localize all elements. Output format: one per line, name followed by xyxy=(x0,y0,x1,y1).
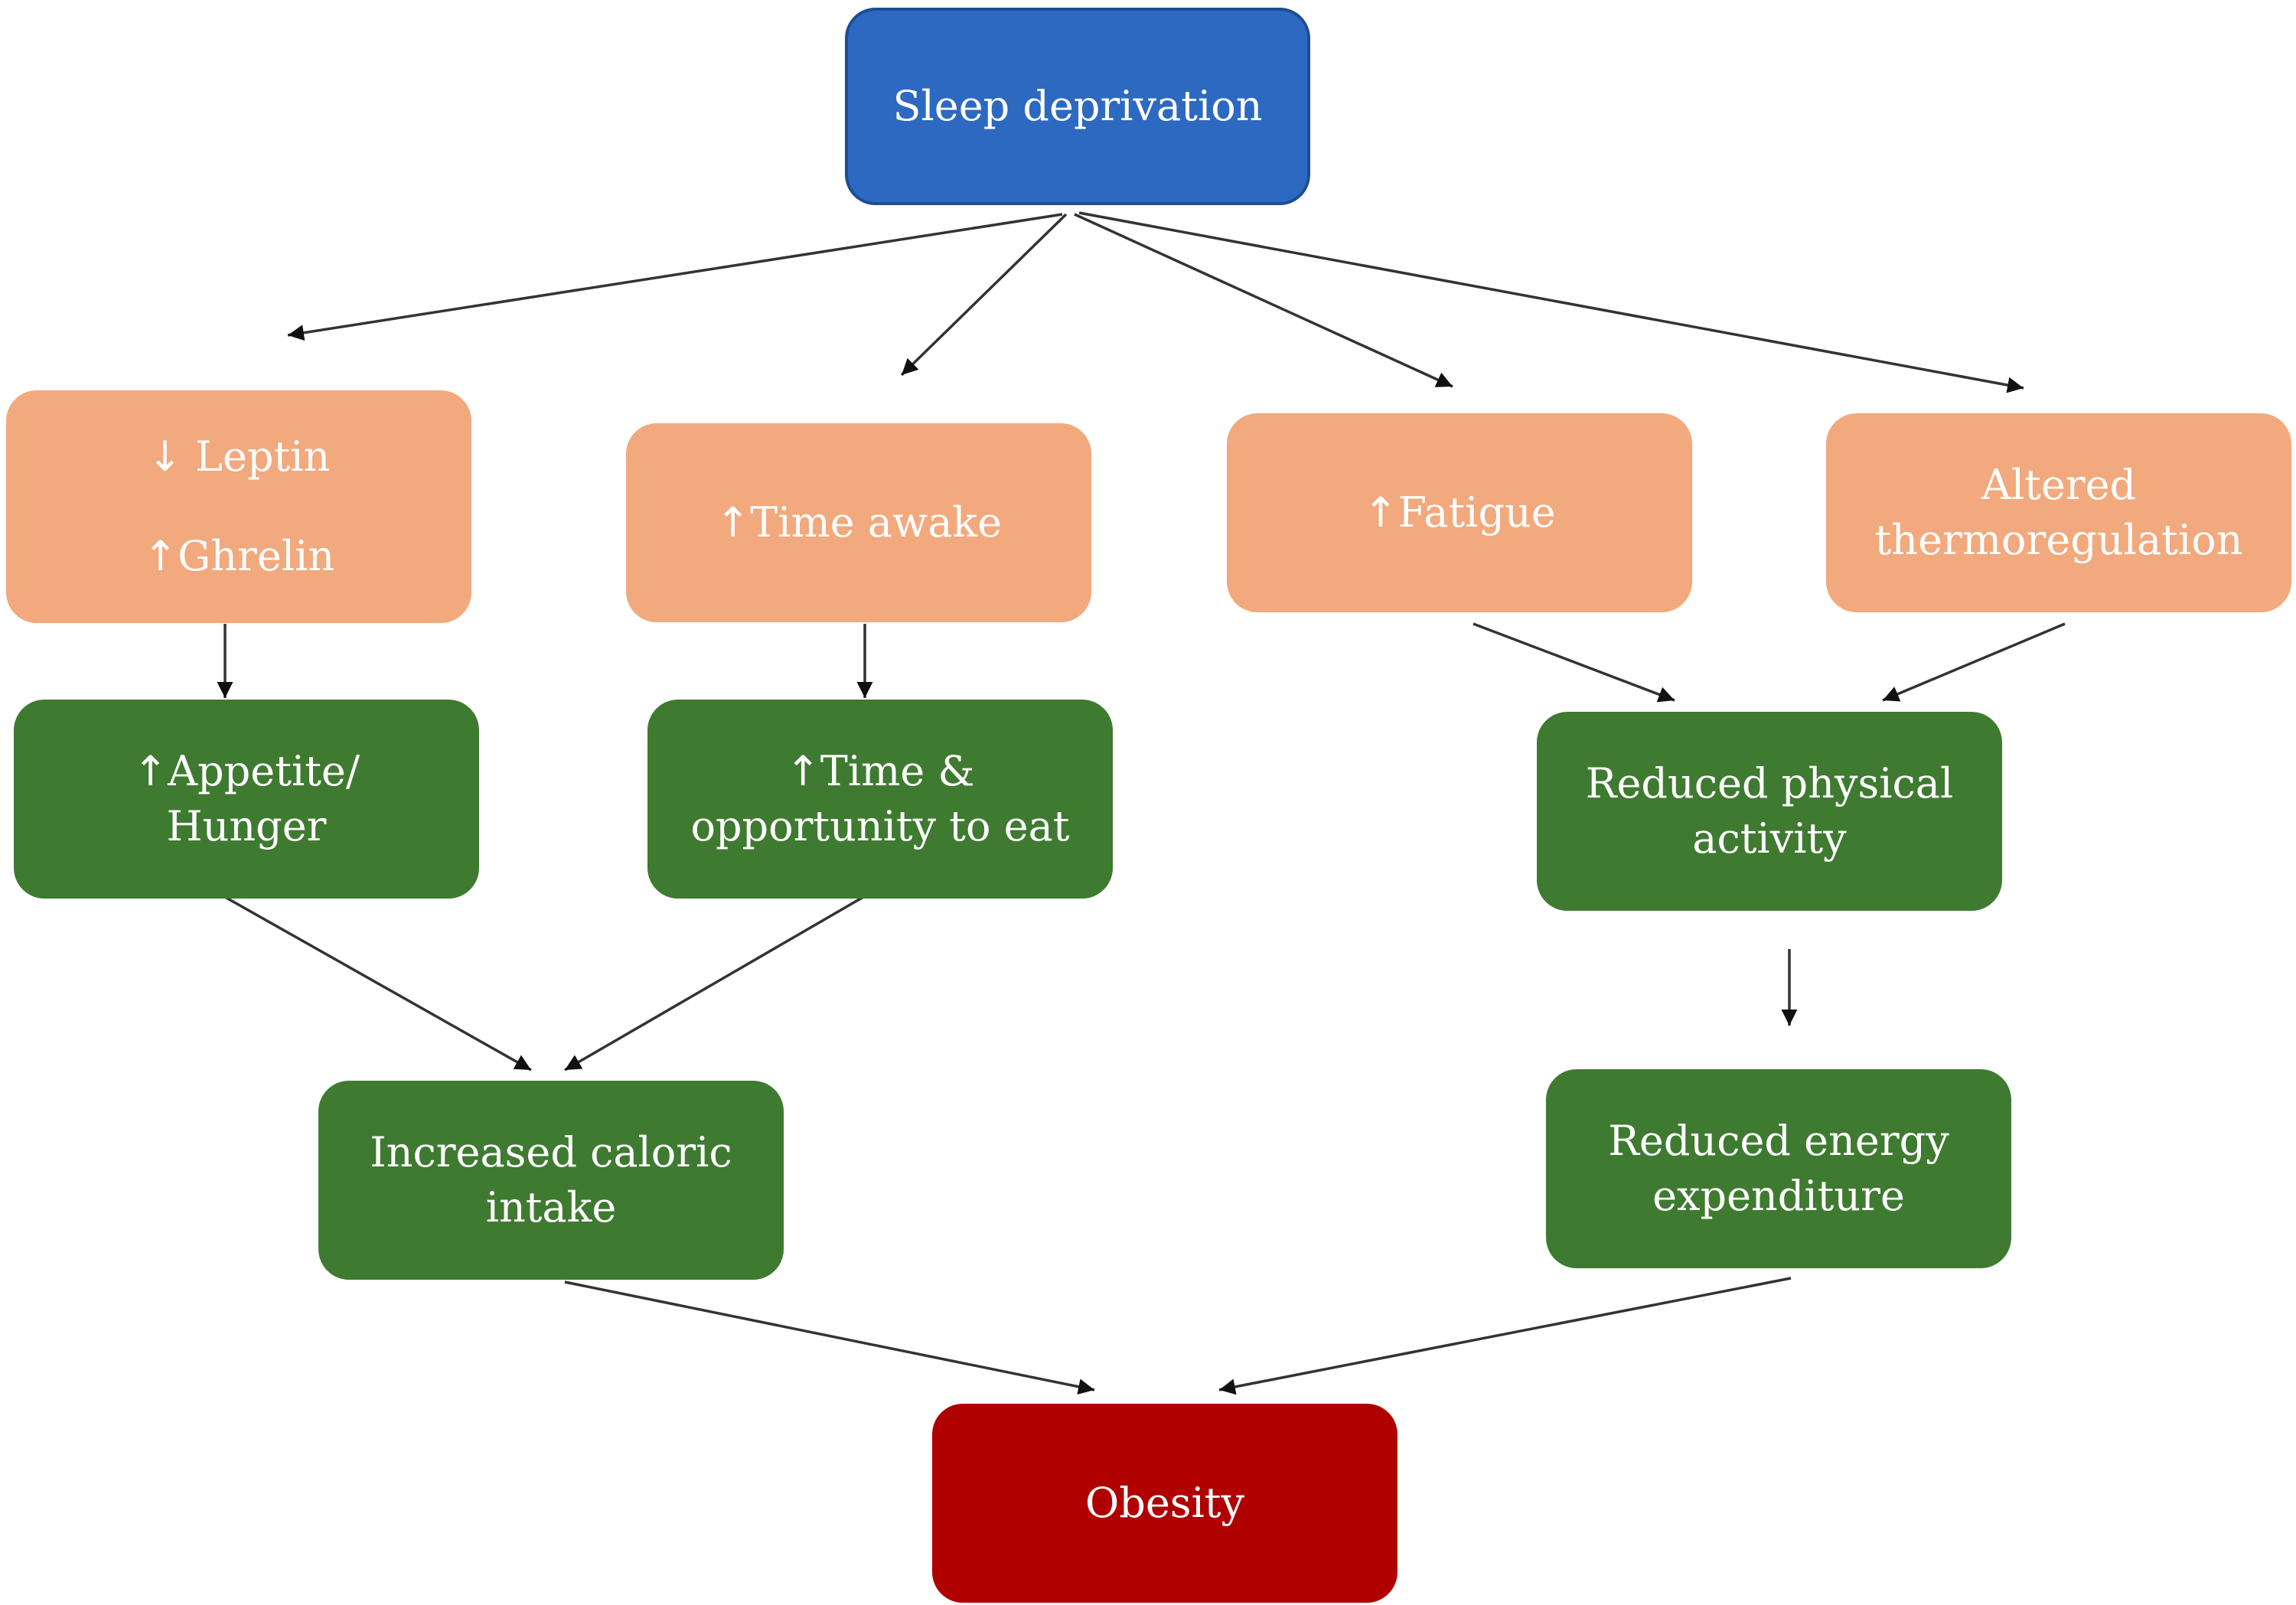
caloric-intake-line-1: Increased caloric xyxy=(370,1128,732,1176)
physical-activity-line-2: activity xyxy=(1692,814,1847,863)
time-awake-line: ↑Time awake xyxy=(716,495,1002,550)
node-time-awake: ↑Time awake xyxy=(626,423,1091,622)
arrow-sleep-deprivation-to-altered-thermoregulation xyxy=(1078,211,2024,393)
up-arrow-icon: ↑ xyxy=(142,532,178,580)
arrow-altered-thermoregulation-to-reduced-physical-activity xyxy=(1882,622,2066,702)
node-reduced-energy-expenditure: Reduced energy expenditure xyxy=(1546,1069,2011,1268)
appetite-label: Appetite/ xyxy=(168,747,360,795)
leptin-label: Leptin xyxy=(195,432,331,481)
up-arrow-icon: ↑ xyxy=(1363,488,1398,537)
node-obesity: Obesity xyxy=(932,1404,1397,1603)
appetite-line-1: ↑Appetite/ xyxy=(133,744,360,799)
time-opportunity-line-1: ↑Time & xyxy=(786,744,975,799)
time-opportunity-label: Time & xyxy=(820,747,975,795)
fatigue-line: ↑Fatigue xyxy=(1363,485,1556,540)
node-reduced-physical-activity: Reduced physical activity xyxy=(1537,712,2002,911)
node-altered-thermoregulation: Altered thermoregulation xyxy=(1826,413,2291,612)
node-sleep-deprivation-label: Sleep deprivation xyxy=(892,82,1263,130)
ghrelin-line: ↑Ghrelin xyxy=(143,529,334,584)
arrow-reduced-energy-expenditure-to-obesity xyxy=(1218,1277,1792,1395)
node-leptin-ghrelin: ↓ Leptin ↑Ghrelin xyxy=(6,390,471,623)
up-arrow-icon: ↑ xyxy=(785,747,820,795)
arrow-time-opportunity-to-increased-caloric-intake xyxy=(564,895,864,1072)
leptin-line: ↓ Leptin xyxy=(148,429,331,484)
arrow-sleep-deprivation-to-time-awake xyxy=(900,213,1068,377)
node-fatigue: ↑Fatigue xyxy=(1227,413,1692,612)
time-awake-label: Time awake xyxy=(750,498,1003,546)
energy-expenditure-line-2: expenditure xyxy=(1652,1172,1905,1220)
node-increased-caloric-intake: Increased caloric intake xyxy=(318,1081,784,1280)
up-arrow-icon: ↑ xyxy=(132,747,168,795)
down-arrow-icon: ↓ xyxy=(147,432,182,481)
ghrelin-label: Ghrelin xyxy=(178,532,335,580)
node-sleep-deprivation: Sleep deprivation xyxy=(845,8,1310,205)
arrow-sleep-deprivation-to-fatigue xyxy=(1074,213,1453,388)
thermoregulation-line-2: thermoregulation xyxy=(1874,516,2243,564)
physical-activity-line-1: Reduced physical xyxy=(1585,759,1954,807)
arrow-appetite-hunger-to-increased-caloric-intake xyxy=(224,895,532,1072)
appetite-line-2: Hunger xyxy=(166,802,327,850)
obesity-label: Obesity xyxy=(1085,1479,1244,1527)
arrow-sleep-deprivation-to-leptin-ghrelin xyxy=(287,213,1063,341)
arrow-increased-caloric-intake-to-obesity xyxy=(564,1280,1095,1395)
node-appetite-hunger: ↑Appetite/ Hunger xyxy=(14,700,479,899)
node-time-opportunity: ↑Time & opportunity to eat xyxy=(647,700,1113,899)
up-arrow-icon: ↑ xyxy=(715,498,751,546)
energy-expenditure-line-1: Reduced energy xyxy=(1608,1117,1949,1165)
fatigue-label: Fatigue xyxy=(1397,488,1556,537)
time-opportunity-line-2: opportunity to eat xyxy=(690,802,1070,850)
arrow-fatigue-to-reduced-physical-activity xyxy=(1473,622,1675,703)
thermoregulation-line-1: Altered xyxy=(1981,461,2137,509)
caloric-intake-line-2: intake xyxy=(485,1183,617,1231)
